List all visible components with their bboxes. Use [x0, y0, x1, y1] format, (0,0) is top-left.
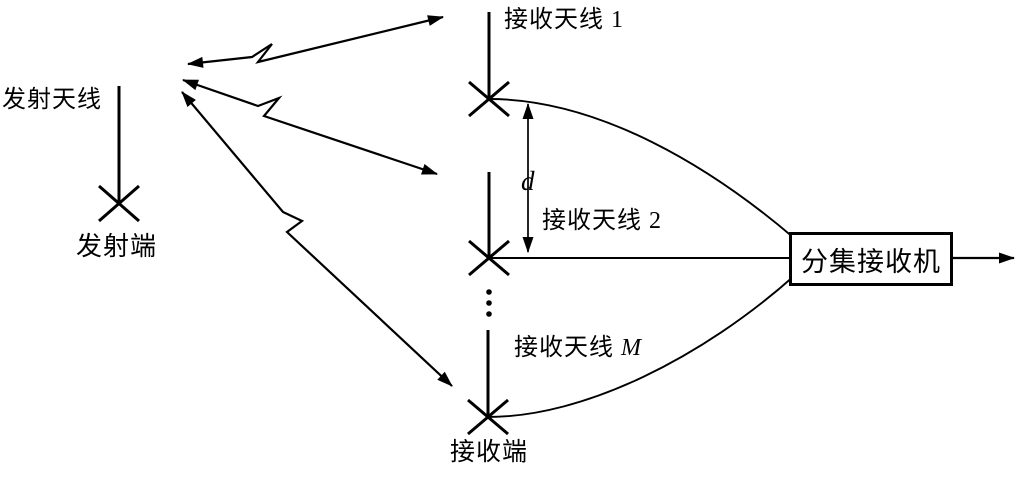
tx-end-label: 发射端 [76, 232, 158, 261]
feed-line-antenna-m [487, 275, 795, 418]
tx-antenna-label: 发射天线 [2, 87, 102, 113]
rx-antenna-m-text: 接收天线 [514, 335, 621, 361]
multipath-arrow-1 [187, 15, 444, 68]
feed-line-antenna-1 [488, 98, 795, 239]
rx-antenna-2-symbol [468, 172, 510, 277]
rx-antenna-2-label: 接收天线 2 [542, 208, 662, 234]
rx-antenna-1-symbol [468, 12, 510, 118]
rx-antenna-m-variable: M [621, 335, 641, 361]
tx-antenna-symbol [98, 86, 140, 223]
antenna-spacing-label: d [521, 167, 535, 195]
ellipsis-dots [486, 289, 492, 317]
rx-end-label: 接收端 [450, 439, 529, 466]
diversity-receiver-box: 分集接收机 [789, 232, 953, 286]
antenna-feed-lines [487, 98, 795, 418]
rx-antenna-m-label: 接收天线 M [514, 335, 641, 361]
multipath-arrows [181, 15, 453, 387]
tx-antenna-cross [98, 184, 140, 223]
multipath-arrow-3 [181, 91, 453, 387]
rx-antenna-m-symbol [467, 330, 509, 436]
diversity-receiver-label: 分集接收机 [801, 246, 941, 277]
spacing-variable: d [521, 166, 535, 196]
multipath-arrow-2 [182, 78, 438, 176]
rx-antenna-1-label: 接收天线 1 [504, 7, 624, 33]
